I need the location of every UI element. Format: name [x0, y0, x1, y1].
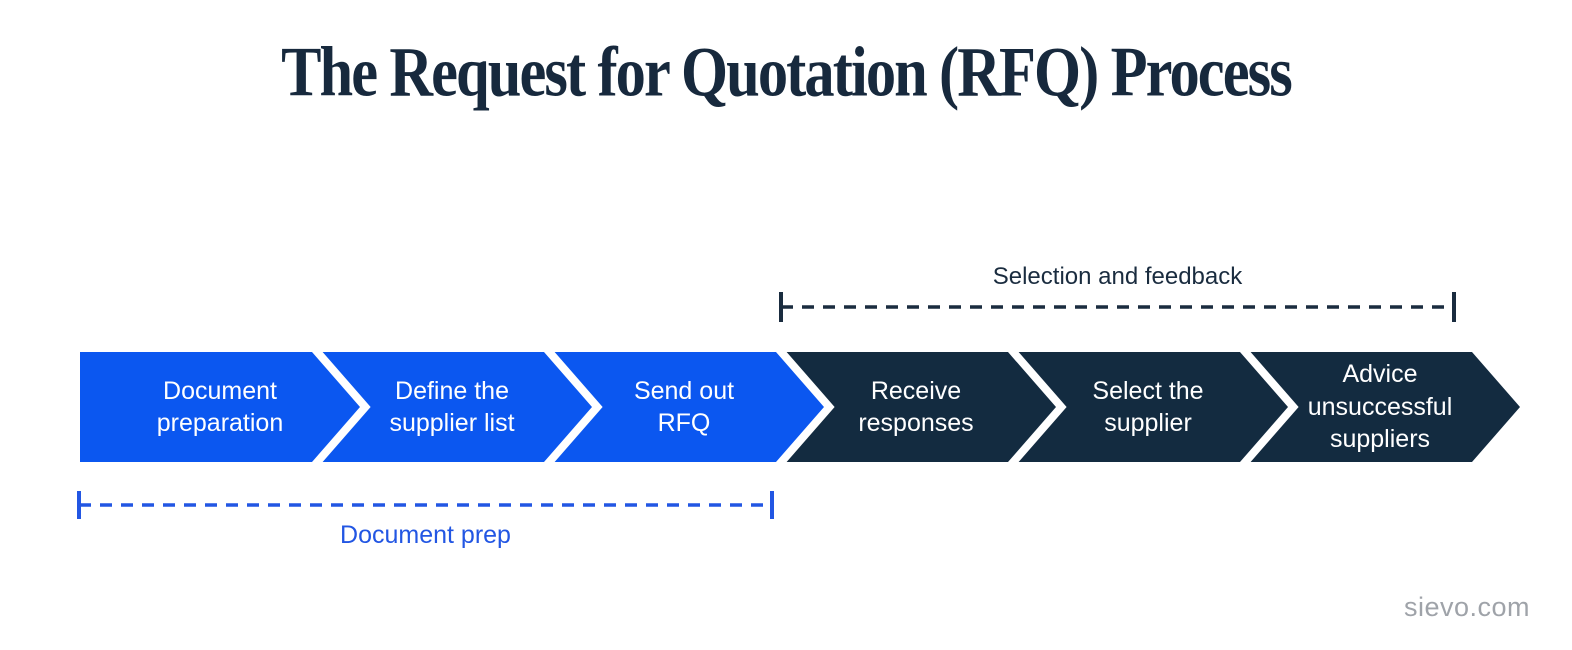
selection-feedback-bracket-label: Selection and feedback [992, 263, 1243, 290]
span-brackets [77, 292, 1456, 519]
sievo-site-text: sievo.com [1403, 592, 1530, 622]
selection-feedback-bracket [779, 292, 1456, 322]
document-prep-bracket-label: Document prep [340, 521, 511, 549]
chevron-step-1 [72, 344, 371, 470]
page-title: The Request for Quotation (RFQ) Process [281, 32, 1293, 112]
chevron-arrow-band [72, 344, 1531, 470]
document-prep-bracket [77, 491, 774, 519]
